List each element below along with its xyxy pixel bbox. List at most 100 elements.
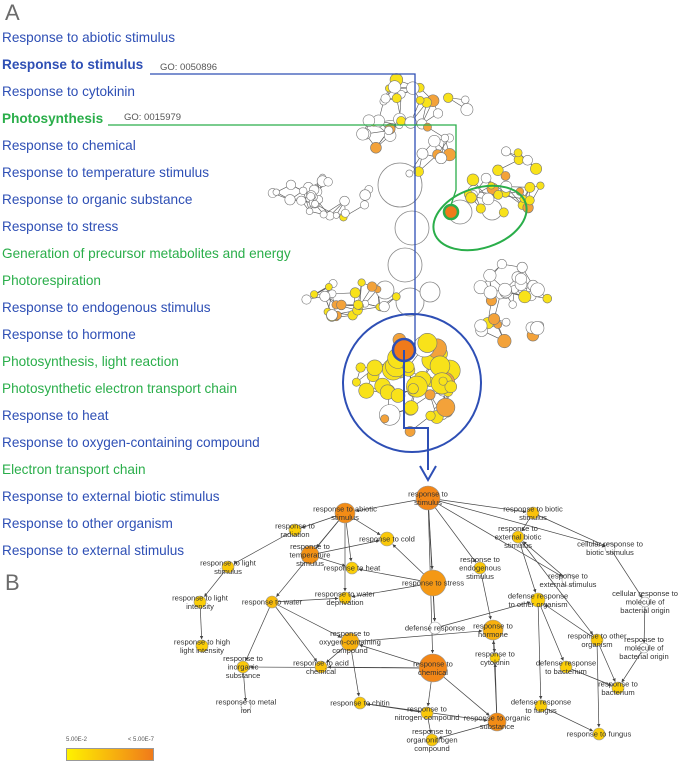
- overview-node: [285, 179, 297, 190]
- overview-node: [356, 127, 370, 141]
- overview-node: [336, 299, 347, 311]
- overview-node: [349, 287, 361, 299]
- overview-node: [306, 192, 316, 201]
- detail-edge: [438, 721, 498, 739]
- detail-edge: [517, 536, 537, 593]
- detail-edge: [532, 512, 606, 547]
- overview-node: [340, 208, 350, 218]
- detail-node-lightint: [193, 595, 207, 609]
- detail-edge: [544, 604, 598, 641]
- go-id-stimulus: GO: 0050896: [160, 62, 218, 73]
- overview-node: [319, 210, 328, 219]
- go-term: Generation of precursor metabolites and …: [2, 246, 291, 261]
- color-legend: 5.00E-2 < 5.00E-7: [66, 737, 154, 763]
- overview-node: [423, 122, 432, 132]
- detail-node-highlight: [195, 639, 209, 653]
- detail-node-cellmol: [639, 596, 651, 608]
- overview-node: [424, 389, 436, 401]
- overview-node: [483, 285, 498, 300]
- go-term: Photorespiration: [2, 273, 101, 288]
- detail-node-label: response to water: [242, 598, 303, 607]
- panel-a-letter: A: [5, 0, 20, 25]
- overview-node: [436, 397, 456, 417]
- overview-node: [480, 172, 492, 184]
- overview-node: [359, 189, 371, 201]
- overview-node: [391, 93, 402, 104]
- overview-node: [332, 212, 340, 219]
- overview-node: [416, 147, 429, 160]
- overview-node: [351, 377, 361, 387]
- overview-node: [465, 191, 477, 204]
- detail-edge: [427, 497, 477, 563]
- detail-node-organonitrogen: [425, 733, 439, 747]
- overview-node: [403, 400, 419, 415]
- go-term: Photosynthesis, light reaction: [2, 354, 179, 369]
- detail-node-radiation: [288, 523, 302, 537]
- overview-node: [501, 317, 511, 327]
- overview-node: [370, 141, 382, 154]
- detail-node-cellbiotic: [604, 542, 616, 554]
- detail-node-chemical: [418, 653, 448, 683]
- overview-node: [366, 359, 383, 376]
- go-term: Response to oxygen-containing compound: [2, 435, 260, 450]
- overview-node: [355, 362, 366, 373]
- overview-node: [390, 388, 406, 403]
- overview-node: [443, 92, 454, 103]
- overview-node: [362, 114, 376, 127]
- overview-node: [466, 173, 480, 186]
- stimulus-highlight-circle: [342, 313, 482, 453]
- stimulus-connector-line: [150, 73, 416, 350]
- detail-node-label: response to stress: [402, 579, 464, 588]
- overview-node: [380, 93, 391, 104]
- panel-b-letter: B: [5, 570, 20, 595]
- detail-edge: [427, 497, 606, 548]
- overview-node: [500, 171, 511, 181]
- detail-node-defungus: [534, 699, 548, 713]
- detail-edge: [271, 601, 342, 638]
- overview-node: [530, 162, 543, 175]
- overview-node: [481, 192, 495, 206]
- overview-node: [353, 299, 364, 310]
- detail-edge: [517, 536, 594, 635]
- overview-node: [311, 200, 319, 208]
- overview-node: [357, 278, 366, 287]
- overview-node: [366, 281, 378, 292]
- detail-node-defother: [530, 592, 546, 608]
- detail-node-waterdep: [338, 591, 352, 605]
- overview-node: [483, 269, 497, 283]
- go-term: Response to hormone: [2, 327, 136, 342]
- overview-node: [392, 292, 401, 301]
- detail-node-chitin: [353, 696, 367, 710]
- detail-edge: [621, 647, 645, 683]
- detail-edge: [609, 547, 643, 599]
- go-term: Response to endogenous stimulus: [2, 300, 211, 315]
- overview-node: [488, 313, 501, 325]
- detail-node-otherorg: [590, 633, 604, 647]
- overview-network: [108, 73, 553, 483]
- overview-node: [461, 95, 470, 104]
- overview-node: [339, 195, 350, 207]
- overview-node: [323, 177, 333, 187]
- overview-node: [432, 108, 444, 119]
- overview-node: [299, 186, 308, 195]
- detail-node-cytokinin: [489, 652, 501, 664]
- go-term: Response to stress: [2, 219, 119, 234]
